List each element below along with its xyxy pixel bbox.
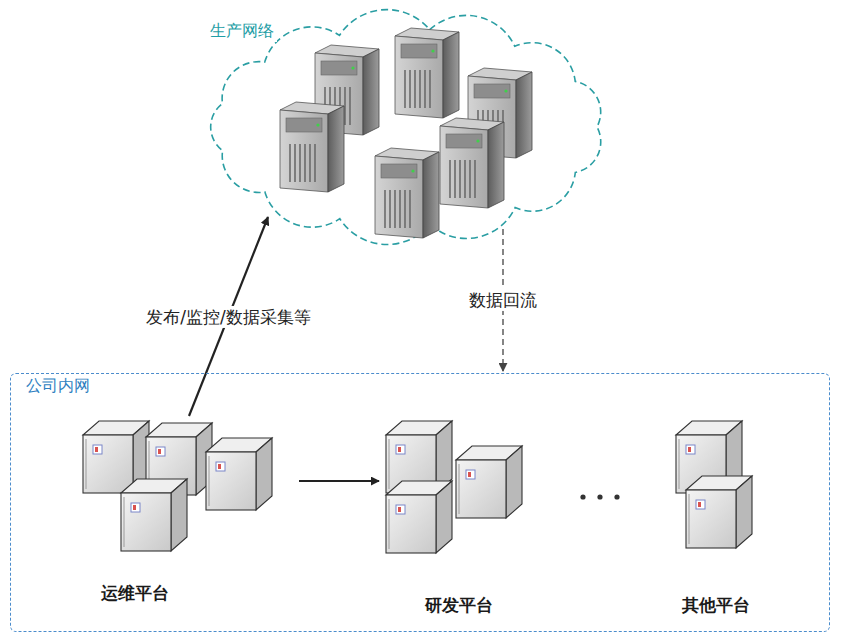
computer-cube [386,481,452,553]
region-label: 生产网络 [207,21,277,42]
server-tower [280,102,344,192]
ellipsis-dot [614,494,619,499]
server-tower [395,28,459,118]
edge-label: 数据回流 [466,289,540,311]
platform-label: 其他平台 [682,594,750,616]
computer-cube [206,438,272,510]
flow-arrow [299,480,379,482]
platform-group: 其他平台 [661,416,771,618]
machine-illustration [376,416,541,618]
machine-illustration [76,411,301,606]
server-tower [375,148,439,238]
cloud-region: 生产网络 [195,5,625,250]
network-region: 运维平台研发平台 其他平台 公司内网 [10,373,830,632]
computer-cube [686,476,752,548]
cloud-outline [211,10,601,245]
edge-label: 发布/监控/数据采集等 [143,305,313,327]
ellipsis-dot [580,494,585,499]
ellipsis-dot [597,494,602,499]
platform-label: 研发平台 [425,594,493,616]
platform-group: 研发平台 [376,416,541,618]
machine-illustration [661,416,771,618]
platform-group: 运维平台 [76,411,301,606]
server-tower [440,118,504,208]
computer-cube [456,446,522,518]
region-label: 公司内网 [23,376,93,397]
platform-label: 运维平台 [101,582,169,604]
computer-cube [121,479,187,551]
